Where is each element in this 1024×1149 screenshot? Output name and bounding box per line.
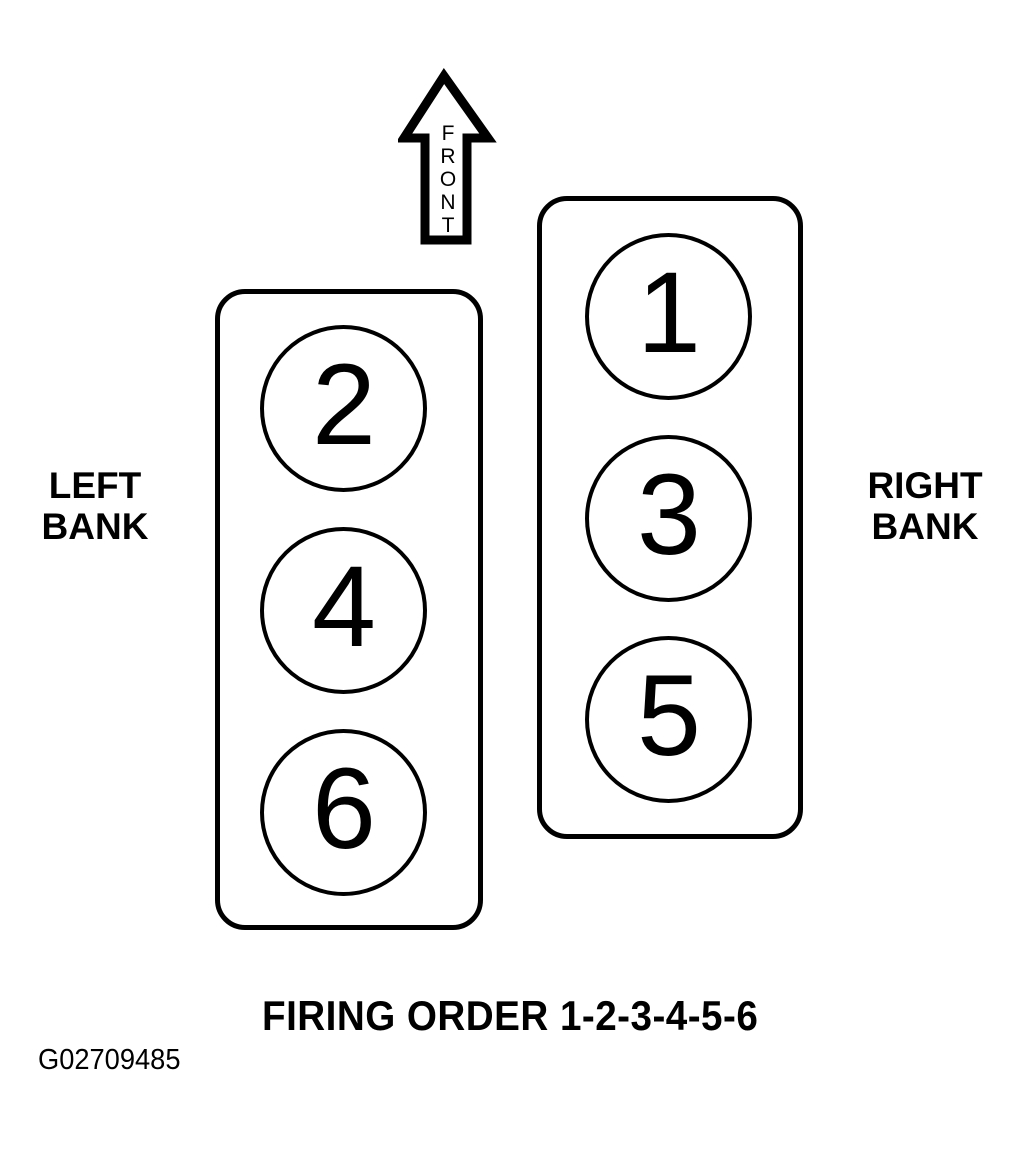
right-bank-label-line1: RIGHT bbox=[867, 465, 983, 506]
left-bank-label-line1: LEFT bbox=[48, 465, 142, 506]
front-letter-r: R bbox=[440, 145, 456, 168]
cylinder-3: 3 bbox=[585, 435, 752, 602]
cylinder-2-number: 2 bbox=[312, 341, 376, 469]
cylinder-6-number: 6 bbox=[312, 745, 376, 873]
cylinder-3-number: 3 bbox=[637, 451, 701, 579]
front-letter-n: N bbox=[440, 191, 456, 214]
right-bank-label-line2: BANK bbox=[871, 506, 979, 547]
front-letter-f: F bbox=[441, 122, 455, 145]
cylinder-5: 5 bbox=[585, 636, 752, 803]
cylinder-2: 2 bbox=[260, 325, 427, 492]
left-bank-enclosure bbox=[215, 289, 483, 930]
cylinder-5-number: 5 bbox=[637, 652, 701, 780]
cylinder-4-number: 4 bbox=[312, 543, 376, 671]
firing-order-caption: FIRING ORDER 1-2-3-4-5-6 bbox=[262, 992, 759, 1039]
front-arrow-icon: F R O N T bbox=[398, 66, 498, 248]
front-letter-o: O bbox=[439, 168, 457, 191]
front-letter-t: T bbox=[441, 214, 455, 237]
cylinder-1: 1 bbox=[585, 233, 752, 400]
figure-id-label: G02709485 bbox=[38, 1044, 181, 1076]
cylinder-6: 6 bbox=[260, 729, 427, 896]
front-arrow-label: F R O N T bbox=[398, 122, 498, 237]
cylinder-1-number: 1 bbox=[637, 249, 701, 377]
left-bank-label: LEFT BANK bbox=[0, 465, 190, 547]
right-bank-enclosure bbox=[537, 196, 803, 839]
cylinder-4: 4 bbox=[260, 527, 427, 694]
right-bank-label: RIGHT BANK bbox=[830, 465, 1020, 547]
left-bank-label-line2: BANK bbox=[41, 506, 149, 547]
